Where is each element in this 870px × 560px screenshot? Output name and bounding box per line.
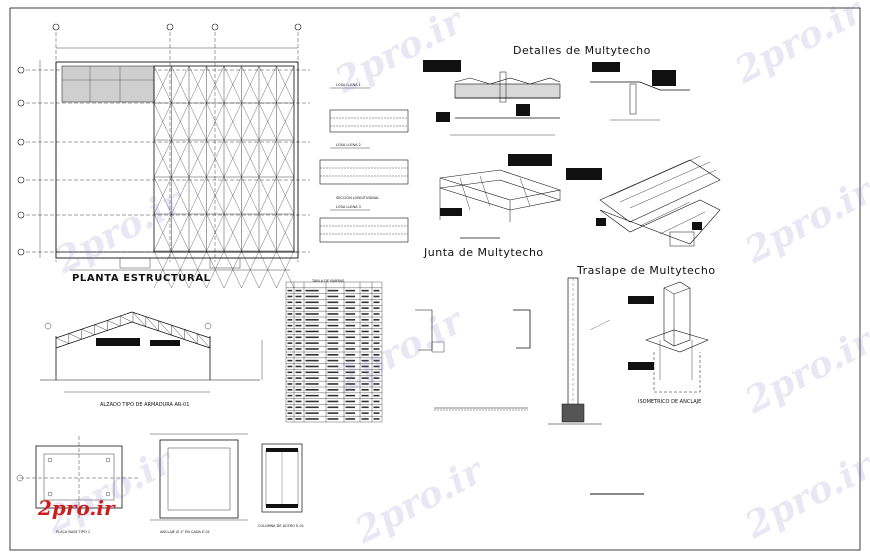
placa-label: PLACA BASE TIPO 1 [56,530,91,534]
columna-label: COLUMNA DE ACERO E-01 [258,524,304,528]
grid-bubbles-left [17,66,25,256]
tabla-barras [285,281,383,423]
planta-title: PLANTA ESTRUCTURAL [72,273,211,284]
traslape-title: Traslape de Multytecho [577,264,716,277]
losa3-label: LOSA LLENA 3 [336,205,361,209]
alzado-armadura [40,311,263,393]
placa-base-detail [16,436,140,520]
sheet-border [9,7,861,551]
anclaje-label: ANCLAJE Ø 1" EN CADA E-01 [160,530,210,534]
isometrico-title: ISOMETRICO DE ANCLAJE [638,399,702,405]
logo-2pro: 2pro.ir [38,496,115,520]
losa2-label: LOSA LLENA 2 [336,143,361,147]
angulo-detail [415,309,531,411]
traslape-multytecho-iso [566,155,721,247]
planta-estructural-plan [17,23,310,289]
detalle-multytecho-perfil [590,62,690,121]
losa-sections [319,87,409,243]
seccion-label: SECCION LONGITUDINAL [336,196,380,200]
losa-3 [319,209,409,243]
grid-bubbles-top [52,23,302,31]
columna-detail [548,277,611,425]
columna-acero-detail [261,443,303,513]
tabla-title: TABLA DE BARRAS [312,279,345,283]
isometrico-anclaje [590,281,709,495]
junta-title: Junta de Multytecho [424,246,544,259]
detalles-title: Detalles de Multytecho [513,44,651,57]
losa1-label: LOSA LLENA 1 [336,83,361,87]
junta-multytecho-iso [439,154,562,239]
losa-1 [329,87,409,133]
losa-2 [319,147,409,185]
anclaje-detail [150,433,248,521]
detalle-multytecho-section [423,60,561,136]
alzado-title: ALZADO TIPO DE ARMADURA AR-01 [100,402,190,408]
